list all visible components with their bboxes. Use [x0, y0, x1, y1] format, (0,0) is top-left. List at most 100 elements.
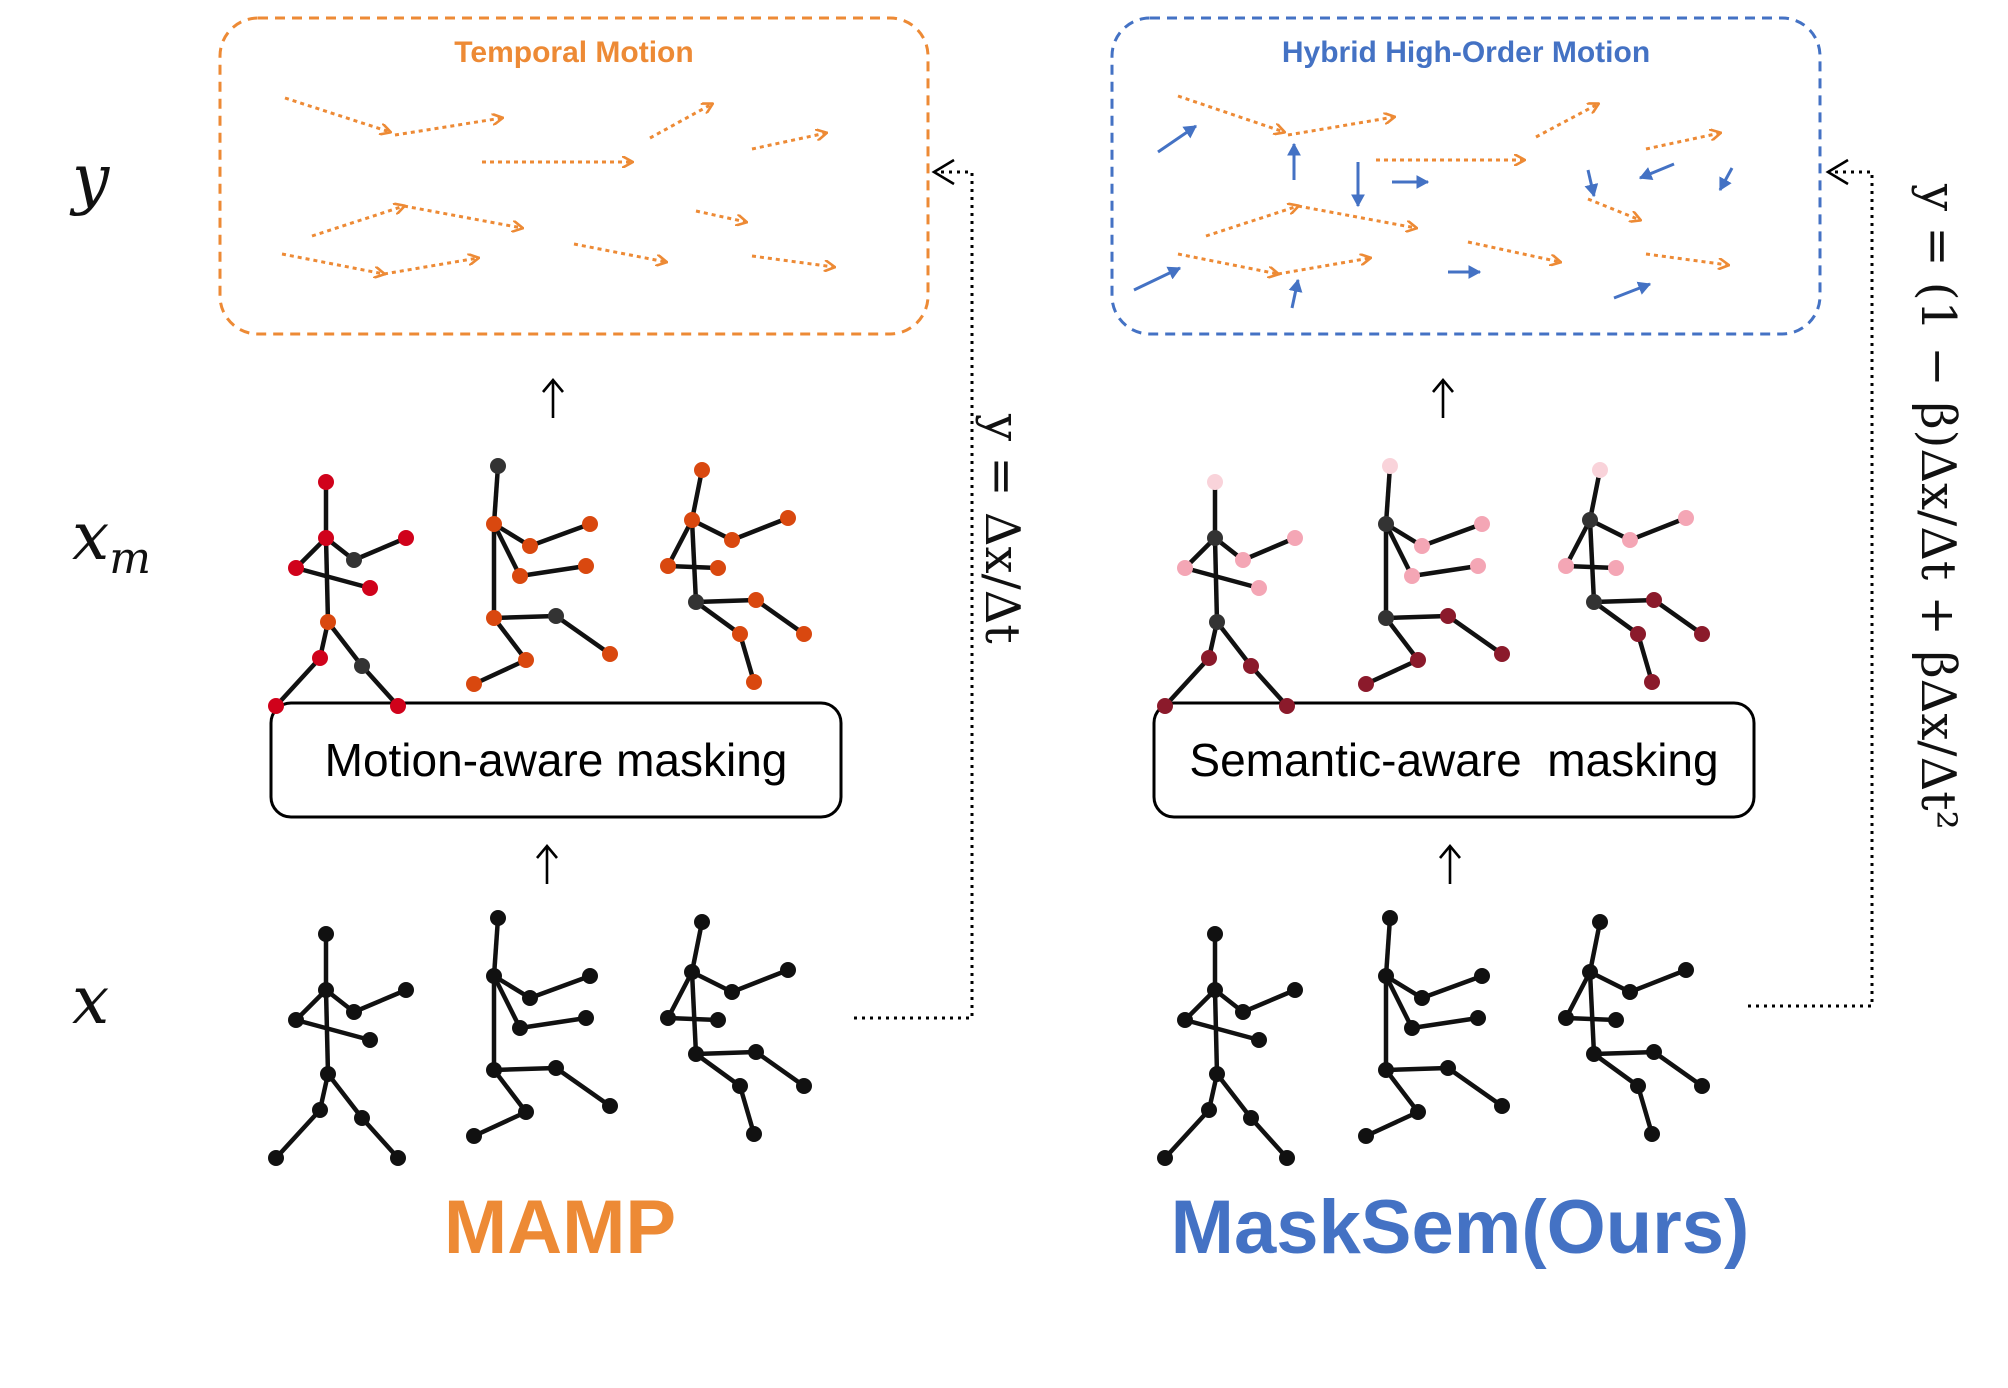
skeleton-bone: [1411, 1015, 1479, 1031]
skeleton-joint: [1582, 512, 1598, 528]
skeleton-bone: [1383, 917, 1393, 977]
skeleton-joint: [1358, 676, 1374, 692]
skeleton-joint: [1287, 530, 1303, 546]
skeleton-joint: [694, 462, 710, 478]
skeleton-joint: [390, 698, 406, 714]
skeleton-bone: [274, 1108, 322, 1160]
skeleton-joint: [1235, 1004, 1251, 1020]
skeleton-bone: [554, 614, 612, 656]
input-skeleton: [1157, 926, 1303, 1166]
skeleton-joint: [466, 676, 482, 692]
skeleton-joint: [796, 1078, 812, 1094]
skeleton-joint: [1243, 1110, 1259, 1126]
skeleton-joint: [1678, 962, 1694, 978]
skeleton-bone: [754, 598, 806, 636]
skeleton-joint: [1494, 646, 1510, 662]
skeleton-joint: [1644, 674, 1660, 690]
skeleton-joint: [746, 1126, 762, 1142]
skeleton-joint: [486, 610, 502, 626]
skeleton-joint: [724, 984, 740, 1000]
skeleton-bone: [737, 633, 757, 683]
skeleton-joint: [1494, 1098, 1510, 1114]
skeleton-bone: [492, 616, 528, 662]
skeleton-bone: [1635, 633, 1655, 683]
motion-masked-skeleton: [268, 474, 414, 714]
skeleton-joint: [1207, 982, 1223, 998]
hybrid-motion-box: [1110, 16, 1822, 336]
skeleton-joint: [1474, 968, 1490, 984]
skeleton-bone: [554, 1066, 612, 1108]
skeleton-bone: [295, 565, 371, 591]
skeleton-bone: [1635, 1085, 1655, 1135]
skeleton-joint: [354, 658, 370, 674]
skeleton-bone: [1592, 1052, 1640, 1088]
skeleton-bone: [1212, 989, 1220, 1075]
skeleton-joint: [710, 560, 726, 576]
skeleton-bone: [737, 1085, 757, 1135]
skeleton-joint: [796, 626, 812, 642]
skeleton-joint: [518, 652, 534, 668]
skeleton-joint: [1630, 1078, 1646, 1094]
input-skeleton: [466, 910, 618, 1144]
semantic-masked-skeleton: [1558, 462, 1710, 690]
skeleton-bone: [326, 620, 364, 668]
input-skeleton: [268, 926, 414, 1166]
motion-aware-masking-box: [269, 701, 843, 819]
skeleton-joint: [1201, 1102, 1217, 1118]
skeleton-joint: [320, 1066, 336, 1082]
skeleton-joint: [268, 1150, 284, 1166]
skeleton-bone: [1587, 971, 1597, 1055]
skeleton-bone: [353, 535, 407, 563]
skeleton-joint: [1414, 990, 1430, 1006]
skeleton-bone: [360, 664, 400, 708]
skeleton-joint: [684, 512, 700, 528]
skeleton-bone: [1592, 600, 1640, 636]
skeleton-joint: [268, 698, 284, 714]
skeleton-bone: [689, 921, 705, 973]
skeleton-joint: [354, 1110, 370, 1126]
skeleton-joint: [1201, 650, 1217, 666]
skeleton-bone: [731, 967, 789, 995]
skeleton-joint: [724, 532, 740, 548]
hybrid-blue-arrows: [1133, 124, 1734, 309]
skeleton-joint: [1646, 592, 1662, 608]
skeleton-bone: [493, 613, 557, 621]
skeleton-joint: [1414, 538, 1430, 554]
skeleton-joint: [694, 914, 710, 930]
skeleton-bone: [666, 518, 694, 568]
skeleton-joint: [1378, 1062, 1394, 1078]
skeleton-bone: [1184, 1017, 1260, 1043]
skeleton-bone: [1421, 521, 1483, 549]
skeleton-joint: [466, 1128, 482, 1144]
skeleton-bone: [492, 1068, 528, 1114]
mamp-target-formula: y = Δx/Δt: [974, 414, 1030, 644]
skeleton-joint: [398, 982, 414, 998]
skeleton-bone: [694, 1052, 742, 1088]
skeleton-bone: [519, 1015, 587, 1031]
skeleton-joint: [1440, 1060, 1456, 1076]
skeleton-joint: [1157, 1150, 1173, 1166]
skeleton-bone: [1564, 970, 1592, 1020]
skeleton-bone: [666, 970, 694, 1020]
skeleton-joint: [1678, 510, 1694, 526]
skeleton-joint: [1209, 614, 1225, 630]
skeleton-bone: [754, 1050, 806, 1088]
skeleton-joint: [1470, 1010, 1486, 1026]
skeleton-joint: [1410, 1104, 1426, 1120]
temporal-motion-box: [218, 16, 930, 336]
skeleton-bone: [1593, 597, 1655, 605]
skeleton-joint: [518, 1104, 534, 1120]
input-skeleton: [1558, 914, 1710, 1142]
skeleton-joint: [288, 560, 304, 576]
xm-base: x: [72, 498, 110, 575]
skeleton-joint: [1630, 626, 1646, 642]
skeleton-bone: [473, 657, 527, 687]
skeleton-joint: [1279, 698, 1295, 714]
skeleton-joint: [1378, 610, 1394, 626]
skeleton-joint: [1646, 1044, 1662, 1060]
skeleton-joint: [1287, 982, 1303, 998]
input-skeleton: [1358, 910, 1510, 1144]
skeleton-bone: [1215, 1072, 1253, 1120]
skeleton-bone: [1163, 656, 1211, 708]
motion-aware-masking-label: Motion-aware masking: [324, 734, 788, 786]
